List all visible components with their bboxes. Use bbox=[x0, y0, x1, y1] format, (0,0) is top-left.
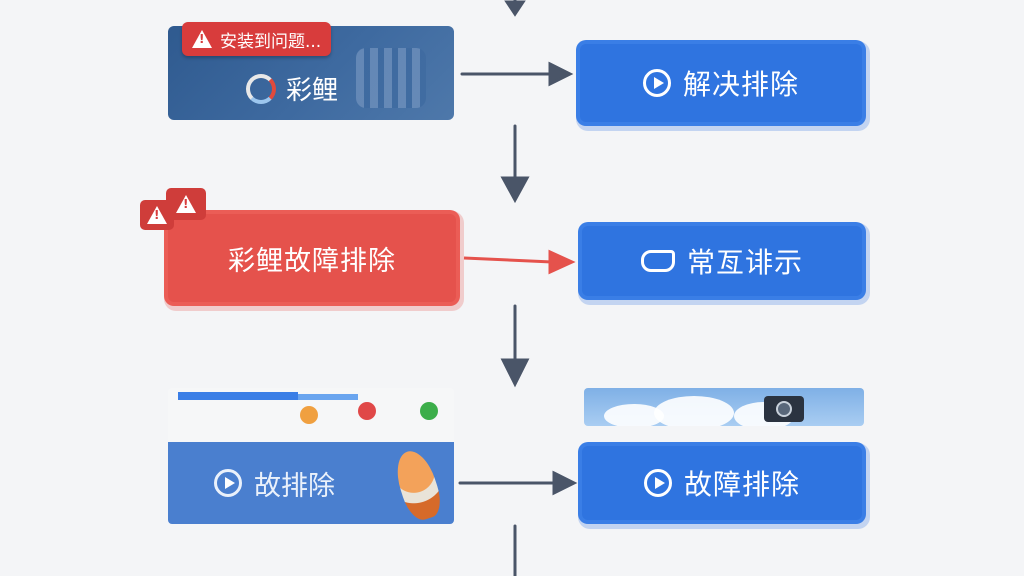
garden-scene-card[interactable]: 故排除 bbox=[168, 388, 454, 524]
arrow-row3-head bbox=[552, 470, 578, 496]
common-button[interactable]: 常亙诽示 bbox=[582, 226, 862, 296]
brand-row: 彩鲤 bbox=[246, 70, 338, 107]
koi-logo-icon bbox=[246, 73, 276, 104]
common-label: 常亙诽示 bbox=[686, 246, 803, 279]
flower-dot bbox=[300, 406, 318, 424]
arrow-row2-head bbox=[548, 249, 576, 275]
install-warning-badge: 安装到问题... bbox=[182, 22, 332, 56]
hand-gesture-icon bbox=[640, 250, 675, 272]
warning-icon bbox=[147, 206, 167, 224]
decor-stripes bbox=[356, 48, 426, 108]
brand-name: 彩鲤 bbox=[286, 76, 339, 106]
red-dot bbox=[358, 402, 376, 420]
resolve-button[interactable]: 解决排除 bbox=[580, 44, 862, 122]
koi-fault-button[interactable]: 彩鲤故障排除 bbox=[168, 214, 456, 302]
warning-icon bbox=[176, 195, 196, 213]
scene-fault-label: 故排除 bbox=[254, 470, 335, 502]
cloud bbox=[604, 404, 664, 426]
sky-scene-card bbox=[584, 388, 864, 426]
arrow-row2 bbox=[463, 256, 553, 264]
warning-icon bbox=[192, 30, 212, 48]
fault-warning-badge-front bbox=[166, 188, 206, 220]
play-icon bbox=[642, 69, 671, 97]
arrow-down2-head bbox=[500, 358, 530, 388]
koi-fault-label: 彩鲤故障排除 bbox=[228, 245, 396, 277]
scene-top-bar bbox=[178, 392, 298, 400]
camera-icon bbox=[764, 396, 804, 422]
scene-fault-row: 故排除 bbox=[168, 442, 454, 524]
arrow-top-head bbox=[504, 0, 526, 17]
cloud bbox=[654, 396, 734, 426]
green-dot bbox=[420, 402, 438, 420]
fault-button[interactable]: 故障排除 bbox=[582, 446, 862, 520]
scene-top-bar2 bbox=[298, 394, 358, 400]
arrow-down1-head bbox=[500, 176, 530, 204]
install-warning-text: 安装到问题... bbox=[220, 31, 322, 52]
resolve-label: 解决排除 bbox=[682, 68, 799, 101]
play-icon bbox=[214, 469, 242, 497]
play-icon bbox=[643, 469, 672, 497]
fault-label: 故障排除 bbox=[683, 468, 800, 501]
arrow-row1-head bbox=[548, 61, 574, 87]
